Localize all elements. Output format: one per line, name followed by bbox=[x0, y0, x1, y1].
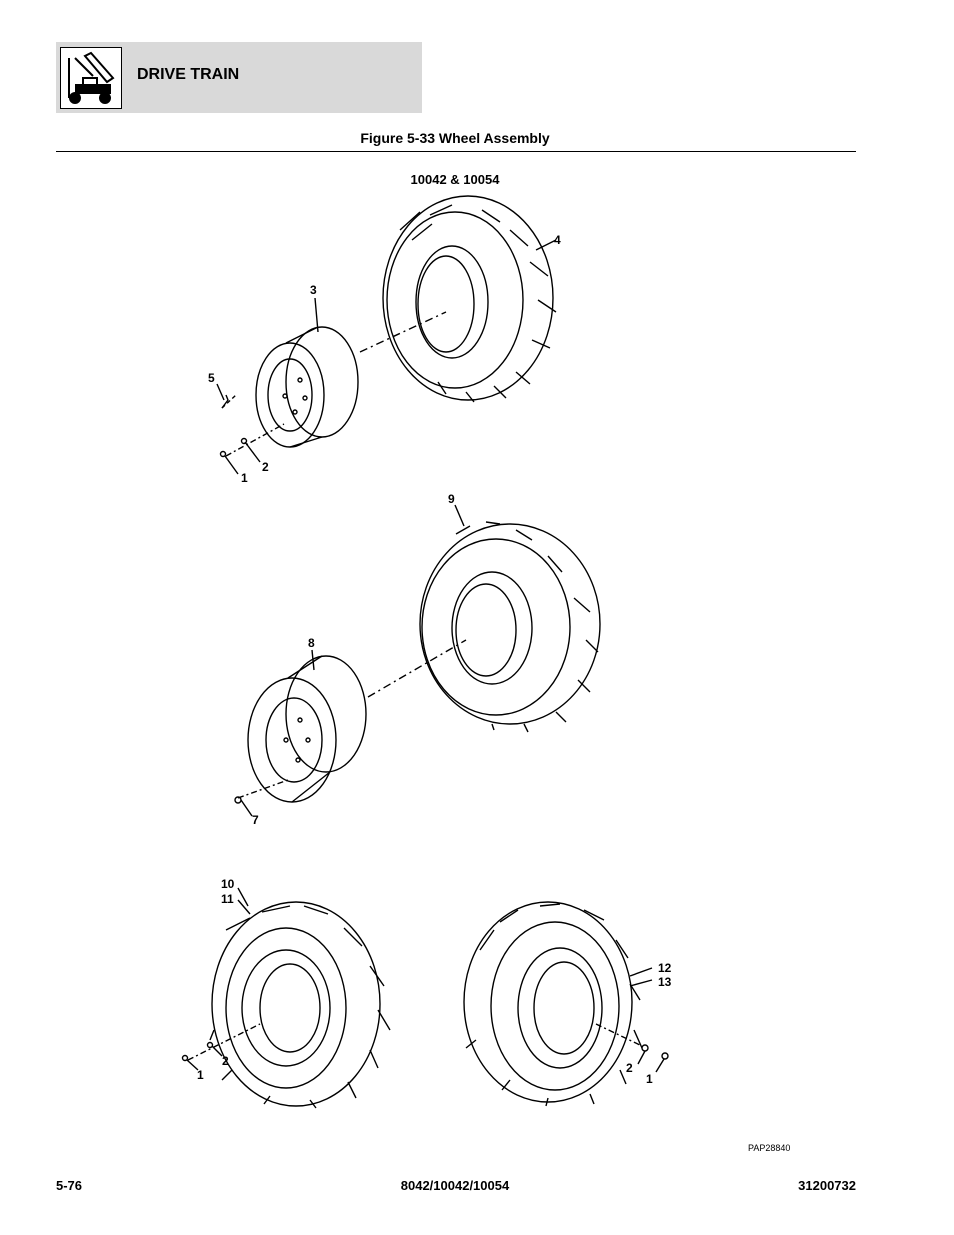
tire-10-11 bbox=[211, 901, 381, 1107]
callout-3: 3 bbox=[310, 283, 317, 297]
callout-7: 7 bbox=[252, 813, 259, 827]
page-number: 5-76 bbox=[56, 1178, 83, 1193]
callout-5: 5 bbox=[208, 371, 215, 385]
callout-2: 2 bbox=[262, 460, 269, 474]
callout-4: 4 bbox=[554, 233, 561, 247]
callout-2-left: 2 bbox=[222, 1054, 229, 1068]
rim-8 bbox=[285, 655, 367, 773]
callout-1-right: 1 bbox=[646, 1072, 653, 1086]
doc-number: 31200732 bbox=[798, 1178, 856, 1193]
footer-models: 8042/10042/10054 bbox=[400, 1178, 510, 1193]
callout-10: 10 bbox=[221, 877, 235, 891]
models-label: 10042 & 10054 bbox=[410, 172, 500, 187]
callout-11: 11 bbox=[221, 892, 234, 906]
tire-9 bbox=[419, 523, 601, 725]
header-rule bbox=[56, 151, 856, 152]
art-code: PAP28840 bbox=[748, 1143, 791, 1153]
callout-2-right: 2 bbox=[626, 1061, 633, 1075]
callout-9: 9 bbox=[448, 492, 455, 506]
callout-13: 13 bbox=[658, 975, 672, 989]
section-title: DRIVE TRAIN bbox=[137, 66, 240, 83]
tire-12-13 bbox=[463, 901, 633, 1103]
callout-12: 12 bbox=[658, 961, 672, 975]
callout-1-left: 1 bbox=[197, 1068, 204, 1082]
tire-4 bbox=[382, 195, 554, 401]
figure-title: Figure 5-33 Wheel Assembly bbox=[360, 130, 550, 146]
callout-1: 1 bbox=[241, 471, 248, 485]
callout-8: 8 bbox=[308, 636, 315, 650]
telehandler-icon bbox=[60, 47, 122, 109]
